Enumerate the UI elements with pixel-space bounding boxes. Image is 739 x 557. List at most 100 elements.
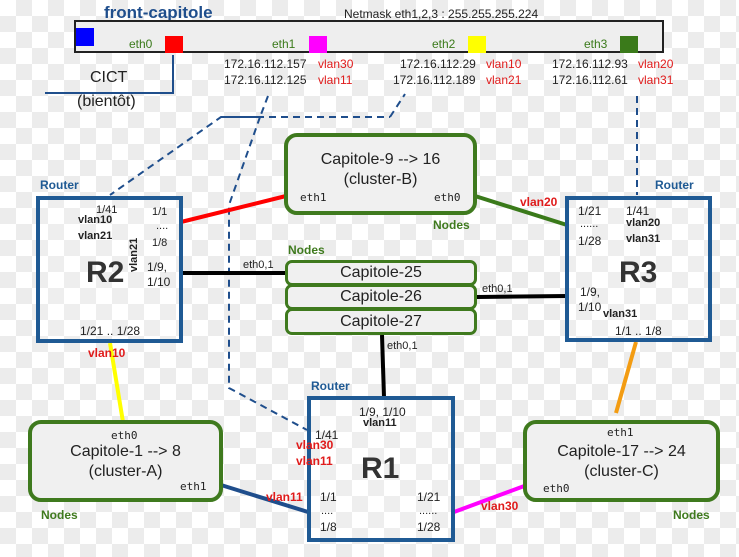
node-cluster-a[interactable]: eth0 Capitole-1 --> 8 (cluster-A) eth1	[28, 420, 223, 502]
front-left-port	[76, 28, 94, 46]
r1-vlan-11: vlan11	[296, 454, 333, 468]
mid-eth-right: eth0,1	[482, 283, 513, 295]
r2-port-1-10: 1/10	[147, 275, 171, 289]
r1-port-1-41: 1/41	[315, 428, 339, 442]
r3-port-1-10: 1/10	[578, 300, 602, 314]
cluster-c-eth1: eth1	[607, 426, 634, 439]
eth3-ip-2: 172.16.112.61	[552, 73, 628, 87]
cluster-b-nodes-label: Nodes	[433, 218, 470, 232]
capitole-26-label: Capitole-26	[340, 288, 422, 305]
link-r2-clusterb	[180, 194, 287, 224]
r1-name: R1	[361, 452, 400, 485]
cict-sublabel: (bientôt)	[77, 93, 136, 110]
mid-eth-left: eth0,1	[243, 259, 274, 271]
mgmt-link-eth2	[389, 93, 406, 118]
node-capitole-26[interactable]: Capitole-26	[285, 284, 477, 310]
r2-port-1-21-28: 1/21 .. 1/28	[80, 324, 141, 338]
eth2-ip-1: 172.16.112.29	[400, 57, 476, 71]
r2-vlan21-vertical: vlan21	[128, 237, 140, 272]
eth1-vlan-1: vlan30	[318, 57, 354, 71]
cluster-c-nodes-label: Nodes	[673, 508, 710, 522]
router-r2[interactable]: R2 1/41 vlan10 vlan21 1/1 .... 1/8 vlan2…	[36, 196, 183, 343]
cluster-b-eth1: eth1	[300, 191, 327, 204]
r3-vlan-31-low: vlan31	[603, 308, 638, 320]
r3-port-dots: ......	[580, 218, 599, 230]
r1-router-label: Router	[311, 379, 350, 393]
r1-port-1-1: 1/1	[320, 490, 337, 504]
r3-port-1-9: 1/9,	[580, 285, 601, 299]
cluster-a-name: Capitole-1 --> 8	[70, 443, 181, 460]
eth3-label: eth3	[584, 37, 608, 51]
r2-vlan-10: vlan10	[78, 214, 113, 226]
r3-name: R3	[619, 256, 658, 289]
link-r3-clusterc	[614, 341, 638, 414]
r2-router-label: Router	[40, 178, 79, 192]
r1-right-vlan: vlan30	[481, 499, 519, 513]
r2-port-1-9: 1/9,	[147, 260, 168, 274]
r2-port-1-8: 1/8	[152, 237, 168, 249]
r1-port-1-8: 1/8	[320, 520, 337, 534]
cict-link	[45, 55, 174, 94]
eth2-vlan-1: vlan10	[486, 57, 522, 71]
link-r2-clustera	[108, 342, 125, 423]
eth2-label: eth2	[432, 37, 456, 51]
eth0-port	[165, 36, 183, 53]
r3-port-1-21: 1/21	[578, 204, 602, 218]
r2-port-1-1: 1/1	[152, 206, 168, 218]
eth1-label: eth1	[272, 37, 296, 51]
eth1-ip-2: 172.16.112.125	[224, 73, 307, 87]
cluster-b-sub: (cluster-B)	[343, 171, 418, 188]
router-r1[interactable]: R1 1/9, 1/10 vlan11 1/41	[307, 396, 455, 542]
cluster-b-name: Capitole-9 --> 16	[320, 151, 441, 168]
cluster-b-eth0: eth0	[434, 191, 461, 204]
eth3-vlan-2: vlan31	[638, 73, 674, 87]
eth1-port	[309, 36, 327, 53]
eth1-ip-1: 172.16.112.157	[224, 57, 307, 71]
r3-router-label: Router	[655, 178, 694, 192]
link-mid-r3	[476, 294, 568, 299]
node-cluster-b[interactable]: Capitole-9 --> 16 (cluster-B) eth1 eth0	[284, 133, 477, 215]
mid-eth-bottom: eth0,1	[387, 340, 418, 352]
eth3-port	[620, 36, 638, 53]
eth2-port	[468, 36, 486, 53]
r3-port-1-41: 1/41	[626, 204, 650, 218]
r1-vlan-30: vlan30	[296, 438, 334, 452]
link-mid-r1	[380, 334, 386, 398]
cluster-a-nodes-label: Nodes	[41, 508, 78, 522]
node-capitole-25[interactable]: Capitole-25	[285, 260, 477, 286]
cluster-a-eth0: eth0	[111, 429, 138, 442]
front-capitole-bar[interactable]	[74, 20, 664, 53]
netmask-label: Netmask eth1,2,3 : 255.255.255.224	[344, 7, 539, 21]
link-clusterb-r3	[474, 194, 568, 227]
cluster-c-name: Capitole-17 --> 24	[557, 443, 686, 460]
r1-port-dots-right: ......	[419, 505, 438, 517]
r1-port-1-21: 1/21	[417, 490, 441, 504]
r2-below-vlan: vlan10	[88, 346, 126, 360]
node-capitole-27[interactable]: Capitole-27	[285, 308, 477, 335]
r1-top-vlan: vlan11	[363, 417, 397, 429]
r3-side-vlan: vlan20	[520, 195, 558, 209]
link-clustera-r1	[220, 483, 309, 514]
cluster-c-sub: (cluster-C)	[584, 463, 659, 480]
r2-name: R2	[86, 256, 125, 289]
cluster-a-sub: (cluster-A)	[88, 463, 163, 480]
capitole-27-label: Capitole-27	[340, 313, 422, 330]
r2-port-1-41: 1/41	[96, 204, 118, 216]
r3-vlan-31: vlan31	[626, 233, 661, 245]
mgmt-link-r1	[228, 116, 308, 431]
cict-label: CICT	[90, 69, 128, 86]
mid-nodes-label: Nodes	[288, 243, 325, 257]
router-r3[interactable]: R3 1/21 ...... 1/28 1/41 vlan20 vlan31 1…	[565, 196, 712, 342]
r2-port-dots: ....	[156, 220, 169, 232]
link-r1-clusterc	[453, 483, 528, 514]
capitole-25-label: Capitole-25	[340, 264, 422, 281]
eth0-label: eth0	[129, 37, 153, 51]
r3-port-1-1-8: 1/1 .. 1/8	[615, 324, 662, 338]
front-capitole-title: front-capitole	[104, 3, 213, 22]
cluster-a-eth1: eth1	[180, 480, 207, 493]
r1-port-dots-left: ....	[321, 505, 334, 517]
r1-left-vlan: vlan11	[266, 490, 303, 504]
node-cluster-c[interactable]: eth1 Capitole-17 --> 24 (cluster-C) eth0	[523, 420, 720, 502]
r3-port-1-28: 1/28	[578, 234, 602, 248]
